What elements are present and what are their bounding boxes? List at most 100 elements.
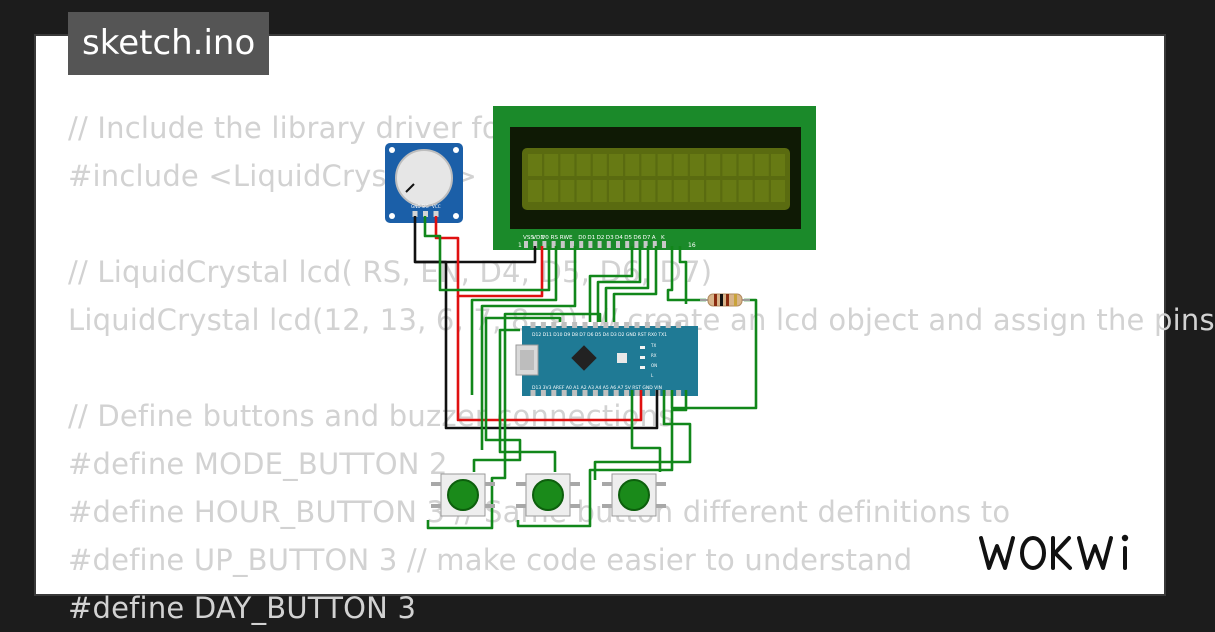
lcd-pin[interactable]: [570, 241, 574, 248]
nano-pin[interactable]: [603, 390, 609, 396]
lcd-pin[interactable]: [634, 241, 639, 248]
wire-green-btn-bus-2[interactable]: [498, 328, 557, 472]
nano-pin[interactable]: [572, 322, 578, 328]
pushbutton-leg: [485, 482, 495, 486]
pot-knob-pointer: [405, 183, 415, 193]
lcd-pin-label: D7: [643, 235, 651, 241]
wire-green-btn-bus-1[interactable]: [472, 316, 562, 472]
wire-green-d5[interactable]: [596, 246, 642, 322]
arduino-nano[interactable]: D12 D11 D10 D9 D8 D7 D6 D5 D4 D3 D2 GND …: [515, 322, 698, 396]
wires[interactable]: [413, 216, 758, 530]
nano-pin[interactable]: [530, 322, 536, 328]
file-tab[interactable]: sketch.ino: [68, 12, 270, 75]
lcd-pin[interactable]: [625, 241, 630, 248]
lcd-pin[interactable]: [662, 241, 666, 248]
nano-pin[interactable]: [582, 390, 588, 396]
lcd-pin[interactable]: [643, 241, 648, 248]
code-line: #define MODE_BUTTON 2: [68, 447, 448, 481]
nano-pin[interactable]: [613, 390, 619, 396]
lcd1602-display[interactable]: 1 16: [493, 106, 816, 250]
nano-pin[interactable]: [634, 322, 640, 328]
nano-pin[interactable]: [561, 322, 567, 328]
nano-pin[interactable]: [540, 322, 546, 328]
pushbutton-leg: [431, 504, 441, 508]
pushbutton-leg: [516, 482, 526, 486]
wire-green-btn-bus-3[interactable]: [630, 390, 662, 472]
nano-pin[interactable]: [624, 322, 630, 328]
nano-pin[interactable]: [665, 390, 671, 396]
wire-red-vcc[interactable]: [434, 216, 544, 298]
wire-green-k[interactable]: [678, 246, 688, 304]
nano-pin[interactable]: [624, 390, 630, 396]
wire-green-btn3[interactable]: [593, 390, 692, 480]
pot-knob-icon[interactable]: [395, 149, 453, 207]
wire-black-gnd-nano[interactable]: [415, 260, 659, 430]
pot-pin[interactable]: [433, 211, 439, 217]
lcd-pin[interactable]: [551, 241, 556, 248]
nano-pin[interactable]: [665, 322, 671, 328]
nano-pin[interactable]: [613, 322, 619, 328]
lcd-pin[interactable]: [606, 241, 611, 248]
nano-pin[interactable]: [655, 322, 661, 328]
resistor-band: [720, 294, 723, 306]
lcd-cell: [641, 154, 656, 176]
wire-green-d4[interactable]: [588, 246, 634, 322]
wire-red-5v[interactable]: [456, 296, 643, 422]
potentiometer[interactable]: [385, 143, 463, 223]
lcd-pin[interactable]: [579, 241, 584, 248]
pushbutton-cap[interactable]: [447, 479, 479, 511]
wire-green-backlight[interactable]: [666, 246, 706, 302]
nano-pin[interactable]: [551, 390, 557, 396]
wokwi-logo[interactable]: [975, 528, 1151, 583]
lcd-pin[interactable]: [616, 241, 620, 248]
pushbutton-cap[interactable]: [532, 479, 564, 511]
wire-green-e[interactable]: [480, 246, 577, 450]
lcd-pin[interactable]: [588, 241, 593, 248]
nano-pin[interactable]: [551, 322, 557, 328]
lcd-cell: [771, 154, 785, 176]
pushbutton-2[interactable]: [516, 473, 580, 517]
nano-pin[interactable]: [592, 322, 598, 328]
wire-green-rs[interactable]: [470, 246, 558, 395]
lcd-pin-label: D1: [587, 235, 595, 241]
nano-pin[interactable]: [634, 390, 640, 396]
nano-pin[interactable]: [592, 390, 598, 396]
nano-pin[interactable]: [572, 390, 578, 396]
pushbutton-cap[interactable]: [618, 479, 650, 511]
wire-black-gnd[interactable]: [413, 216, 537, 264]
wokwi-logo-mark: [979, 534, 1129, 570]
lcd-pin[interactable]: [652, 241, 657, 248]
nano-pin[interactable]: [540, 390, 546, 396]
wire-green-btn2[interactable]: [516, 390, 688, 528]
nano-pin[interactable]: [582, 322, 588, 328]
pushbutton-1[interactable]: [431, 473, 495, 517]
lcd-pin[interactable]: [524, 241, 528, 248]
lcd-pin[interactable]: [560, 241, 565, 248]
reset-button-icon[interactable]: [617, 353, 627, 363]
nano-pin[interactable]: [530, 390, 536, 396]
nano-pin[interactable]: [644, 322, 650, 328]
pushbuttons[interactable]: [431, 473, 666, 517]
wire-green-btn1[interactable]: [426, 312, 602, 530]
led-icon: [640, 356, 645, 359]
nano-pin[interactable]: [561, 390, 567, 396]
code-line: #define DAY_BUTTON 3: [68, 591, 417, 625]
nano-pin[interactable]: [644, 390, 650, 396]
pot-pin[interactable]: [423, 211, 428, 217]
lcd-pin[interactable]: [542, 241, 547, 248]
nano-pin[interactable]: [676, 390, 682, 396]
nano-pin[interactable]: [603, 322, 609, 328]
pot-pin[interactable]: [412, 211, 418, 217]
wire-green-sig[interactable]: [423, 216, 551, 292]
wire-green-d7[interactable]: [612, 246, 658, 322]
pushbutton-3[interactable]: [602, 473, 666, 517]
wire-green-resistor-out[interactable]: [670, 298, 758, 410]
resistor[interactable]: [700, 293, 750, 307]
lcd-pin-label: D3: [606, 235, 614, 241]
lcd-pin[interactable]: [533, 241, 538, 248]
wire-green-d6[interactable]: [604, 246, 650, 322]
led-icon: [640, 366, 645, 369]
nano-pin[interactable]: [676, 322, 682, 328]
lcd-pin[interactable]: [597, 241, 602, 248]
